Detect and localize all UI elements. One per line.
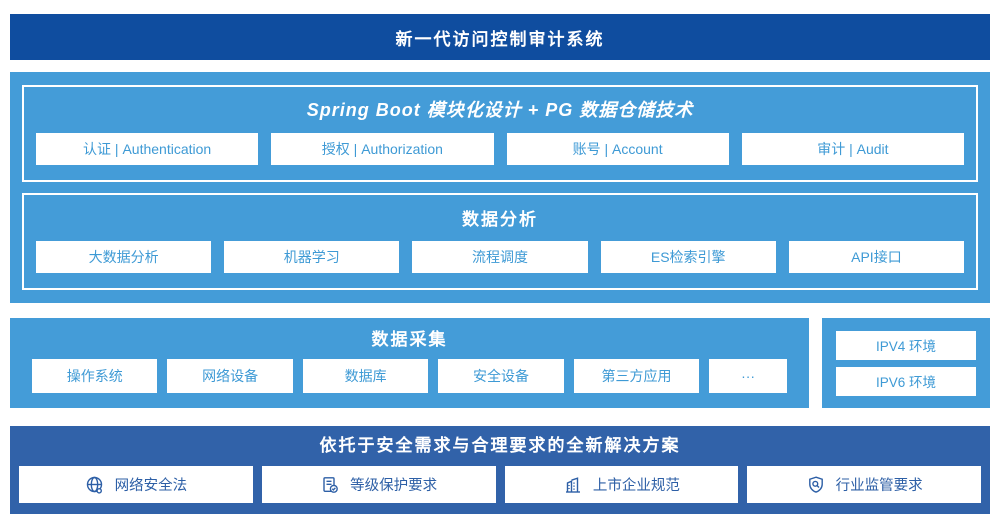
solution-panel: 依托于安全需求与合理要求的全新解决方案 网络安全法 <box>10 426 990 514</box>
title-banner: 新一代访问控制审计系统 <box>10 14 990 60</box>
solution-item-label: 行业监管要求 <box>835 478 923 494</box>
solution-network-security-law: 网络安全法 <box>19 466 253 503</box>
module-account: 账号 | Account <box>506 133 729 165</box>
environments-panel: IPV4 环境 IPV6 环境 <box>822 318 990 408</box>
module-audit: 审计 | Audit <box>741 133 964 165</box>
data-collection-title: 数据采集 <box>371 330 448 349</box>
platform-panel: Spring Boot 模块化设计 + PG 数据仓储技术 认证 | Authe… <box>10 72 990 303</box>
module-bigdata: 大数据分析 <box>36 240 212 273</box>
module-authentication: 认证 | Authentication <box>36 133 259 165</box>
solution-industry-regulation: 行业监管要求 <box>747 466 981 503</box>
module-workflow: 流程调度 <box>412 240 588 273</box>
module-authorization: 授权 | Authorization <box>271 133 494 165</box>
buildings-icon <box>563 475 583 495</box>
middle-row: 数据采集 操作系统 网络设备 数据库 安全设备 第三方应用 ··· IPV4 环… <box>10 318 990 408</box>
env-ipv4: IPV4 环境 <box>836 330 976 360</box>
solution-title: 依托于安全需求与合理要求的全新解决方案 <box>319 436 681 455</box>
document-check-icon <box>320 475 340 495</box>
data-analysis-modules-row: 大数据分析 机器学习 流程调度 ES检索引擎 API接口 <box>36 240 965 273</box>
data-analysis-section: 数据分析 大数据分析 机器学习 流程调度 ES检索引擎 API接口 <box>22 193 978 290</box>
data-analysis-title: 数据分析 <box>462 209 538 229</box>
module-ml: 机器学习 <box>224 240 400 273</box>
source-security-device: 安全设备 <box>438 359 564 393</box>
solution-item-label: 网络安全法 <box>114 478 188 494</box>
data-collection-panel: 数据采集 操作系统 网络设备 数据库 安全设备 第三方应用 ··· <box>10 318 809 408</box>
source-network-device: 网络设备 <box>167 359 293 393</box>
spring-boot-title: Spring Boot 模块化设计 + PG 数据仓储技术 <box>306 100 694 120</box>
page-title: 新一代访问控制审计系统 <box>395 29 605 49</box>
solution-items-row: 网络安全法 等级保护要求 <box>19 466 981 503</box>
source-more-ellipsis: ··· <box>709 359 787 393</box>
module-api: API接口 <box>788 240 965 273</box>
globe-icon <box>85 475 105 495</box>
solution-item-label: 上市企业规范 <box>592 478 680 494</box>
module-es-search: ES检索引擎 <box>600 240 776 273</box>
data-sources-row: 操作系统 网络设备 数据库 安全设备 第三方应用 ··· <box>32 359 787 393</box>
source-database: 数据库 <box>302 359 429 393</box>
spring-boot-section: Spring Boot 模块化设计 + PG 数据仓储技术 认证 | Authe… <box>22 85 978 182</box>
source-third-party: 第三方应用 <box>573 359 700 393</box>
source-os: 操作系统 <box>32 359 158 393</box>
solution-item-label: 等级保护要求 <box>350 478 438 494</box>
solution-classified-protection: 等级保护要求 <box>261 466 496 503</box>
env-ipv6: IPV6 环境 <box>836 366 976 396</box>
shield-search-icon <box>806 475 826 495</box>
spring-boot-modules-row: 认证 | Authentication 授权 | Authorization 账… <box>36 133 964 165</box>
solution-listed-company: 上市企业规范 <box>504 466 739 503</box>
